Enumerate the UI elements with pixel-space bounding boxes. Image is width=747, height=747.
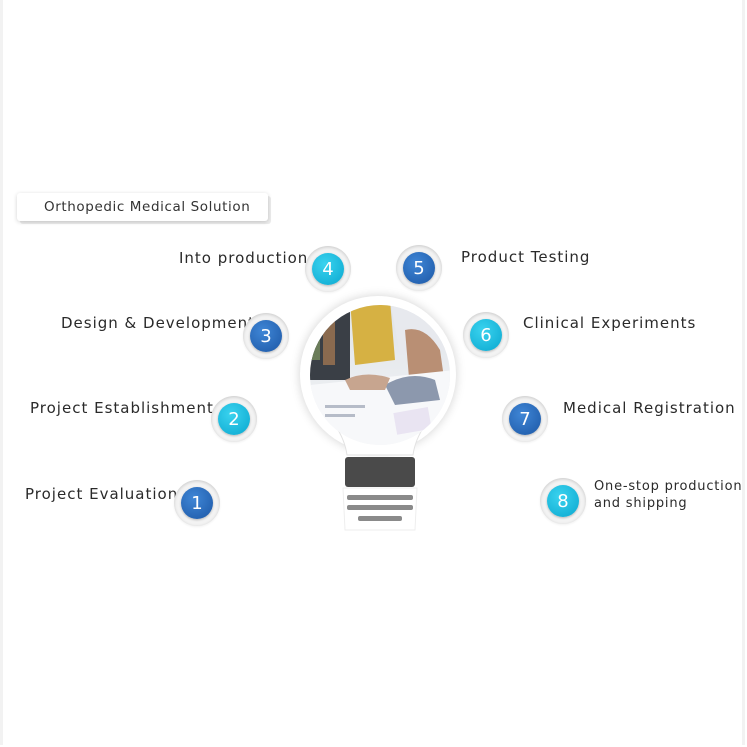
step-6-badge: 6 [463, 312, 509, 358]
step-8-label-line1: One-stop production [594, 479, 743, 494]
step-2-number: 2 [218, 403, 250, 435]
step-5-badge: 5 [396, 245, 442, 291]
step-3-label: Design & Development [61, 314, 256, 332]
bulb-icon [310, 305, 450, 531]
step-1-label: Project Evaluation [25, 485, 179, 503]
title-box: Orthopedic Medical Solution [17, 193, 268, 221]
step-6-label: Clinical Experiments [523, 314, 697, 332]
step-5-label: Product Testing [461, 248, 591, 266]
step-7-badge: 7 [502, 396, 548, 442]
step-8-label: One-stop production and shipping [594, 478, 744, 512]
diagram-title: Orthopedic Medical Solution [44, 199, 251, 215]
step-3-badge: 3 [243, 313, 289, 359]
step-4-number: 4 [312, 253, 344, 285]
step-6-number: 6 [470, 319, 502, 351]
step-8-number: 8 [547, 485, 579, 517]
bulb-base [345, 457, 415, 487]
step-7-number: 7 [509, 403, 541, 435]
step-1-number: 1 [181, 487, 213, 519]
step-3-number: 3 [250, 320, 282, 352]
bulb-photo [310, 305, 450, 445]
step-1-badge: 1 [174, 480, 220, 526]
step-5-number: 5 [403, 252, 435, 284]
step-2-badge: 2 [211, 396, 257, 442]
step-4-label: Into production [179, 249, 309, 267]
step-7-label: Medical Registration [563, 399, 736, 417]
step-8-label-line2: and shipping [594, 496, 688, 511]
step-8-badge: 8 [540, 478, 586, 524]
step-2-label: Project Establishment [30, 399, 214, 417]
step-4-badge: 4 [305, 246, 351, 292]
